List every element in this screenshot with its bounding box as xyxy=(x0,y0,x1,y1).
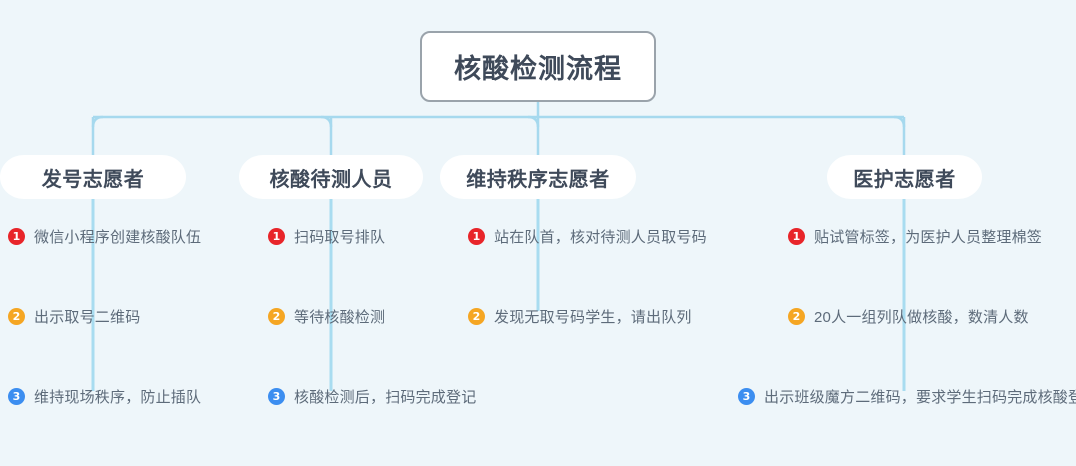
list-item: 1 微信小程序创建核酸队伍 xyxy=(8,226,201,246)
corner-mid xyxy=(320,115,333,128)
flowchart-canvas: 核酸检测流程 发号志愿者 1 微信小程序创建核酸队伍 2 出示取号二维码 3 维… xyxy=(0,31,1076,406)
step-badge-3: 3 xyxy=(268,387,285,405)
list-item: 1 站在队首，核对待测人员取号码 xyxy=(468,226,707,246)
step-text: 扫码取号排队 xyxy=(294,228,386,246)
page-title: 核酸检测流程 xyxy=(454,54,622,84)
branch-steps-3: 1 站在队首，核对待测人员取号码 2 发现无取号码学生，请出队列 xyxy=(468,226,707,386)
list-item: 2 20人一组列队做核酸，数清人数 xyxy=(788,306,1076,326)
branch-header-4: 医护志愿者 xyxy=(827,155,982,199)
step-badge-2: 2 xyxy=(8,307,25,325)
step-text: 微信小程序创建核酸队伍 xyxy=(34,228,202,246)
branch-header-1: 发号志愿者 xyxy=(0,155,186,199)
step-badge-1: 1 xyxy=(788,227,805,245)
branch-steps-2: 1 扫码取号排队 2 等待核酸检测 3 核酸检测后，扫码完成登记 xyxy=(268,226,476,466)
list-item: 1 扫码取号排队 xyxy=(268,226,476,246)
branch-steps-1: 1 微信小程序创建核酸队伍 2 出示取号二维码 3 维持现场秩序，防止插队 xyxy=(8,226,201,466)
step-text: 等待核酸检测 xyxy=(294,308,386,326)
list-item: 2 出示取号二维码 xyxy=(8,306,201,326)
list-item: 1 贴试管标签，为医护人员整理棉签 xyxy=(788,226,1076,246)
list-item: 3 出示班级魔方二维码，要求学生扫码完成核酸登记 xyxy=(738,386,1076,406)
list-item: 2 发现无取号码学生，请出队列 xyxy=(468,306,707,326)
branch-header-3: 维持秩序志愿者 xyxy=(440,155,636,199)
step-badge-1: 1 xyxy=(268,227,285,245)
step-badge-3: 3 xyxy=(8,387,25,405)
list-item: 3 维持现场秩序，防止插队 xyxy=(8,386,201,406)
branch-header-2: 核酸待测人员 xyxy=(239,155,423,199)
branch-label-4: 医护志愿者 xyxy=(853,168,956,191)
step-text: 贴试管标签，为医护人员整理棉签 xyxy=(814,228,1043,246)
step-badge-1: 1 xyxy=(8,227,25,245)
step-text: 站在队首，核对待测人员取号码 xyxy=(494,228,707,246)
list-item: 3 核酸检测后，扫码完成登记 xyxy=(268,386,476,406)
step-badge-3: 3 xyxy=(738,387,755,405)
list-item: 2 等待核酸检测 xyxy=(268,306,476,326)
branch-label-1: 发号志愿者 xyxy=(41,168,145,191)
branch-steps-4: 1 贴试管标签，为医护人员整理棉签 2 20人一组列队做核酸，数清人数 3 出示… xyxy=(738,226,1076,466)
corner-center xyxy=(527,115,540,128)
step-text: 出示班级魔方二维码，要求学生扫码完成核酸登记 xyxy=(764,388,1076,406)
step-badge-2: 2 xyxy=(788,307,805,325)
step-badge-1: 1 xyxy=(468,227,485,245)
step-text: 出示取号二维码 xyxy=(34,308,141,326)
branch-label-2: 核酸待测人员 xyxy=(269,168,393,191)
step-text: 维持现场秩序，防止插队 xyxy=(34,388,202,406)
step-text: 核酸检测后，扫码完成登记 xyxy=(294,388,477,406)
step-badge-2: 2 xyxy=(468,307,485,325)
step-text: 发现无取号码学生，请出队列 xyxy=(494,308,692,326)
corner-right xyxy=(893,115,906,128)
step-text: 20人一组列队做核酸，数清人数 xyxy=(814,308,1029,326)
step-badge-2: 2 xyxy=(268,307,285,325)
flowchart-title-box: 核酸检测流程 xyxy=(420,31,656,102)
corner-left xyxy=(91,115,104,128)
branch-label-3: 维持秩序志愿者 xyxy=(466,168,610,191)
